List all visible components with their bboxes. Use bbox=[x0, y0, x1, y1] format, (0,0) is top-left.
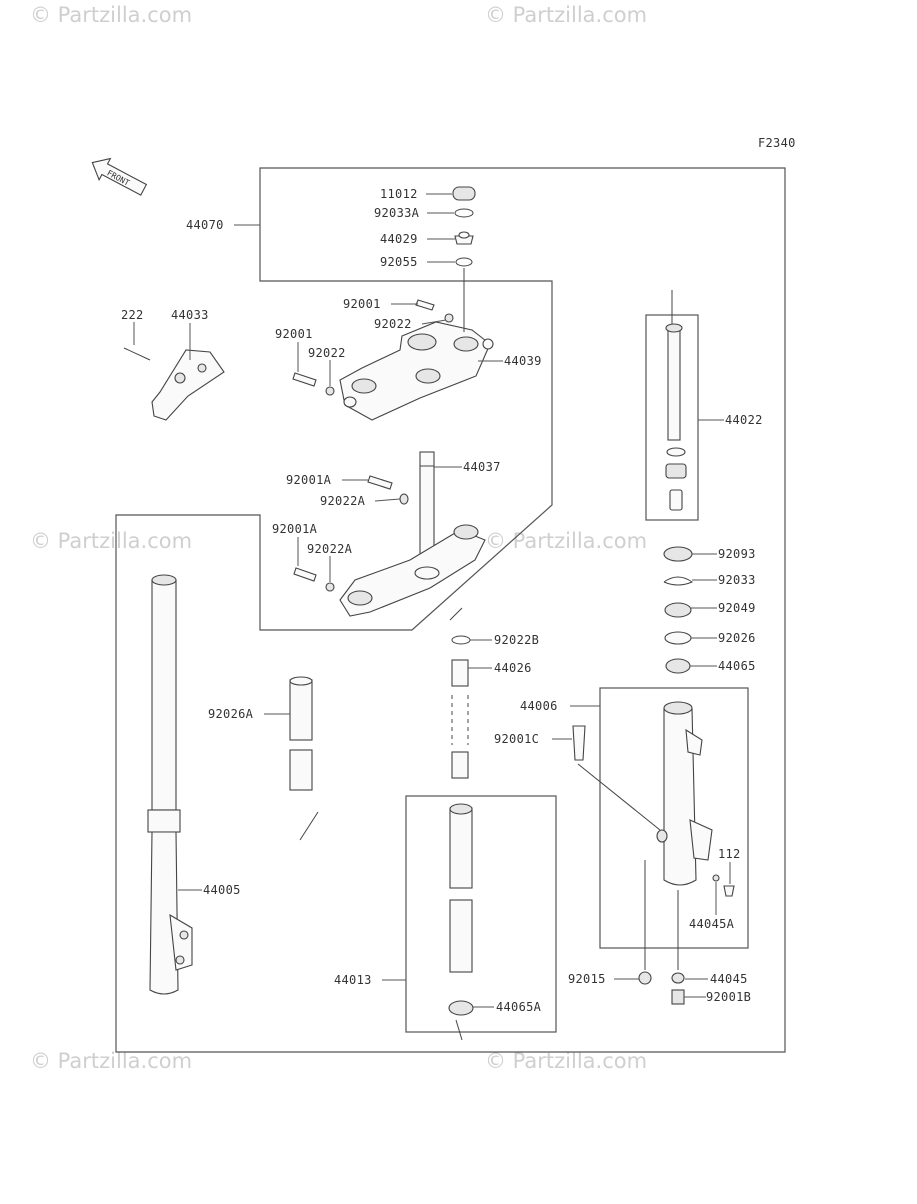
washer-92022-left bbox=[325, 386, 335, 396]
washer-44045A bbox=[712, 874, 720, 882]
label-44065: 44065 bbox=[718, 659, 756, 673]
washer-92022A-2 bbox=[325, 582, 335, 592]
label-92001-top: 92001 bbox=[343, 297, 381, 311]
bolt-92001C bbox=[572, 725, 586, 761]
outer-tube-44006 bbox=[552, 701, 735, 1005]
label-92033A: 92033A bbox=[374, 206, 420, 220]
label-44005: 44005 bbox=[203, 883, 241, 897]
label-44045: 44045 bbox=[710, 972, 748, 986]
label-92022B: 92022B bbox=[494, 633, 539, 647]
cap-11012 bbox=[452, 186, 476, 201]
watermark-bottom-left: © Partzilla.com bbox=[30, 1049, 192, 1073]
frame-44006 bbox=[599, 687, 749, 949]
watermark-mid-right: © Partzilla.com bbox=[485, 529, 647, 553]
washer-92022B bbox=[451, 635, 471, 645]
figure-code: F2340 bbox=[758, 136, 796, 150]
label-44026: 44026 bbox=[494, 661, 532, 675]
watermark-top-left: © Partzilla.com bbox=[30, 3, 192, 27]
label-92022A-2: 92022A bbox=[307, 542, 353, 556]
label-44065A: 44065A bbox=[496, 1000, 542, 1014]
washer-92026 bbox=[664, 631, 692, 645]
damper-rod-44022 bbox=[665, 290, 724, 511]
label-92001A-2: 92001A bbox=[272, 522, 318, 536]
steering-stem-44037 bbox=[293, 451, 486, 617]
upper-bracket-44039 bbox=[292, 268, 503, 421]
watermark-top-right: © Partzilla.com bbox=[485, 3, 647, 27]
label-44070: 44070 bbox=[186, 218, 224, 232]
label-92001C: 92001C bbox=[494, 732, 539, 746]
label-222: 222 bbox=[121, 308, 144, 322]
label-92022A-1: 92022A bbox=[320, 494, 366, 508]
watermarks: © Partzilla.com © Partzilla.com © Partzi… bbox=[30, 3, 647, 1073]
seal-92093 bbox=[663, 546, 693, 562]
screw-112 bbox=[723, 885, 735, 897]
part-labels: 11012 92033A 44029 92055 44070 92001 920… bbox=[121, 187, 763, 1014]
label-92026: 92026 bbox=[718, 631, 756, 645]
label-44033: 44033 bbox=[171, 308, 209, 322]
label-92001B: 92001B bbox=[706, 990, 751, 1004]
label-92022-top: 92022 bbox=[374, 317, 412, 331]
cylinder-44013 bbox=[382, 803, 494, 1041]
washer-44045 bbox=[671, 972, 685, 984]
watermark-bottom-right: © Partzilla.com bbox=[485, 1049, 647, 1073]
main-frame bbox=[115, 167, 786, 1053]
label-44013: 44013 bbox=[334, 973, 372, 987]
washer-92022A-1 bbox=[399, 493, 409, 505]
label-92026A: 92026A bbox=[208, 707, 254, 721]
label-112: 112 bbox=[718, 847, 741, 861]
front-arrow-badge: FRONT bbox=[91, 157, 148, 196]
frame-44013 bbox=[405, 795, 557, 1033]
bolt-92001B bbox=[671, 989, 685, 1005]
label-44039: 44039 bbox=[504, 354, 542, 368]
label-92033: 92033 bbox=[718, 573, 756, 587]
washer-92033A bbox=[454, 208, 474, 218]
label-44045A: 44045A bbox=[689, 917, 735, 931]
label-11012: 11012 bbox=[380, 187, 418, 201]
washer-92015 bbox=[638, 971, 652, 985]
label-92022-left: 92022 bbox=[308, 346, 346, 360]
top-cap-stack bbox=[234, 186, 476, 267]
label-92015: 92015 bbox=[568, 972, 606, 986]
bushing-44065 bbox=[665, 658, 691, 674]
spacer-92026A bbox=[264, 676, 319, 841]
bolt-92001-left bbox=[292, 372, 317, 387]
label-92049: 92049 bbox=[718, 601, 756, 615]
label-44037: 44037 bbox=[463, 460, 501, 474]
bolt-92001A-1 bbox=[367, 475, 393, 490]
oring-92055 bbox=[455, 257, 473, 267]
label-44006: 44006 bbox=[520, 699, 558, 713]
washer-92022-top bbox=[444, 313, 454, 323]
bushing-44065A bbox=[448, 1000, 474, 1016]
seal-stack bbox=[663, 546, 717, 674]
label-44029: 44029 bbox=[380, 232, 418, 246]
clip-92033 bbox=[663, 576, 694, 586]
inner-tube-44005 bbox=[147, 574, 202, 995]
bolt-92001A-2 bbox=[293, 567, 317, 582]
bracket-44033 bbox=[123, 322, 225, 421]
watermark-mid-left: © Partzilla.com bbox=[30, 529, 192, 553]
label-92001-left: 92001 bbox=[275, 327, 313, 341]
spring-44026 bbox=[449, 607, 492, 779]
seal-92049 bbox=[664, 602, 692, 618]
front-arrow-icon bbox=[91, 157, 148, 196]
label-92001A-1: 92001A bbox=[286, 473, 332, 487]
label-44022: 44022 bbox=[725, 413, 763, 427]
label-92055: 92055 bbox=[380, 255, 418, 269]
bolt-92001-top bbox=[415, 299, 435, 311]
label-92093: 92093 bbox=[718, 547, 756, 561]
